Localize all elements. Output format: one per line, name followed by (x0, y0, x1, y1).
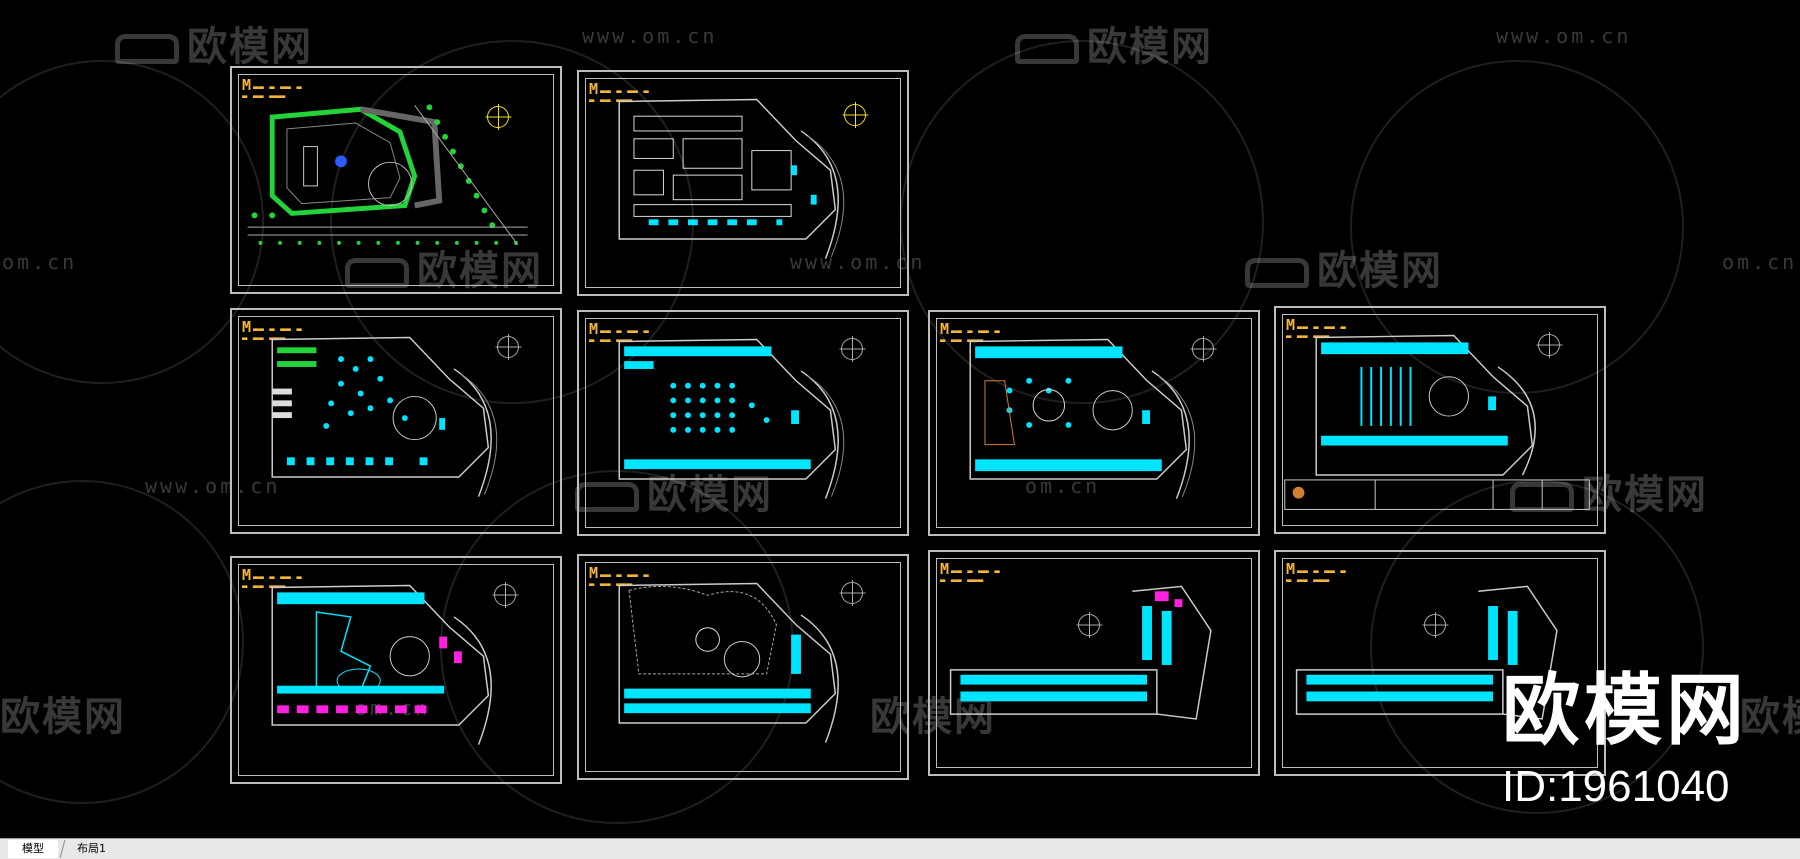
floor-plan-drawing (271, 584, 492, 745)
north-arrow-icon (841, 580, 863, 606)
watermark-logo: 欧模网 (1245, 238, 1443, 296)
north-arrow-icon (1538, 332, 1560, 358)
tab-layout1[interactable]: 布局1 (59, 840, 123, 858)
drawing-sheet-floor-8[interactable]: M▬▬ ▬ ▬▬ ▬▬ ▬▬ ▬▬▬ (928, 550, 1260, 776)
sofa-icon (1245, 258, 1309, 288)
sheet-frame (585, 562, 901, 772)
north-arrow-icon (497, 334, 519, 360)
sheet-frame (1282, 558, 1598, 768)
watermark-badge: 欧模网 ID:1961040 (1502, 672, 1748, 812)
north-arrow-icon (1078, 612, 1100, 638)
drawing-sheet-site-plan[interactable]: M▬▬ ▬ ▬▬ ▬▬ ▬▬ ▬▬▬ (230, 66, 562, 294)
north-arrow-icon (844, 102, 866, 128)
north-arrow-icon (1424, 612, 1446, 638)
watermark-url: www.om.cn (582, 24, 718, 48)
sheet-title: M▬▬ ▬ ▬▬ ▬▬ ▬▬ ▬▬▬ (940, 320, 1000, 346)
floor-plan-drawing (271, 336, 498, 497)
drawing-sheet-floor-2[interactable]: M▬▬ ▬ ▬▬ ▬▬ ▬▬ ▬▬▬ (230, 308, 562, 534)
drawing-sheet-floor-1[interactable]: M▬▬ ▬ ▬▬ ▬▬ ▬▬ ▬▬▬ (577, 70, 909, 296)
sheet-frame (238, 316, 554, 526)
watermark-logo: 欧模网 (1015, 14, 1213, 72)
layout-tab-bar: 模型 布局1 (0, 838, 1800, 859)
drawing-sheet-floor-3[interactable]: M▬▬ ▬ ▬▬ ▬▬ ▬▬ ▬▬▬ (577, 310, 909, 536)
sheet-frame (1282, 314, 1598, 526)
sofa-icon (1015, 34, 1079, 64)
sheet-title: M▬▬ ▬ ▬▬ ▬▬ ▬▬ ▬▬▬ (1286, 316, 1346, 342)
sheet-title: M▬▬ ▬ ▬▬ ▬▬ ▬▬ ▬▬▬ (589, 80, 649, 106)
badge-id: ID:1961040 (1501, 762, 1730, 811)
drawing-sheet-floor-6[interactable]: M▬▬ ▬ ▬▬ ▬▬ ▬▬ ▬▬▬ (230, 556, 562, 784)
watermark-url: om.cn (1722, 250, 1798, 274)
site-plan-drawing (247, 104, 528, 246)
watermark-url: om.cn (2, 250, 78, 274)
sheet-title: M▬▬ ▬ ▬▬ ▬▬ ▬▬ ▬▬▬ (1286, 560, 1346, 586)
tab-model[interactable]: 模型 (8, 840, 58, 858)
north-arrow-icon (494, 582, 516, 608)
model-space-canvas[interactable]: 欧模网 www.om.cn 欧模网 www.om.cn om.cn 欧模网 ww… (0, 0, 1800, 838)
drawing-sheet-floor-5[interactable]: M▬▬ ▬ ▬▬ ▬▬ ▬▬ ▬▬▬ (1274, 306, 1606, 534)
sheet-title: M▬▬ ▬ ▬▬ ▬▬ ▬▬ ▬▬▬ (242, 566, 302, 592)
floor-plan-drawing (618, 582, 839, 743)
sheet-frame (238, 564, 554, 776)
floor-plan-drawing (949, 585, 1212, 720)
sheet-frame (585, 318, 901, 528)
floor-plan-drawing (618, 98, 845, 259)
floor-plan-drawing (618, 338, 845, 499)
watermark-logo: 欧模网 (1740, 694, 1800, 740)
drawing-sheet-floor-9[interactable]: M▬▬ ▬ ▬▬ ▬▬ ▬▬ ▬▬▬ (1274, 550, 1606, 776)
sheet-frame (585, 78, 901, 288)
floor-plan-drawing (1284, 334, 1590, 510)
drawing-sheet-floor-7[interactable]: M▬▬ ▬ ▬▬ ▬▬ ▬▬ ▬▬▬ (577, 554, 909, 780)
sheet-title: M▬▬ ▬ ▬▬ ▬▬ ▬▬ ▬▬▬ (940, 560, 1000, 586)
north-arrow-icon (487, 104, 509, 130)
sheet-title: M▬▬ ▬ ▬▬ ▬▬ ▬▬ ▬▬▬ (589, 564, 649, 590)
sheet-frame (936, 558, 1252, 768)
sheet-frame (238, 74, 554, 286)
north-arrow-icon (1192, 336, 1214, 362)
badge-brand: 欧模网 (1501, 666, 1748, 756)
floor-plan-drawing (1295, 585, 1558, 720)
watermark-circle (0, 480, 244, 804)
sheet-title: M▬▬ ▬ ▬▬ ▬▬ ▬▬ ▬▬▬ (242, 318, 302, 344)
floor-plan-drawing (969, 338, 1196, 499)
north-arrow-icon (841, 336, 863, 362)
watermark-circle (0, 60, 264, 384)
watermark-url: www.om.cn (1496, 24, 1632, 48)
watermark-logo: 欧模网 (115, 14, 313, 72)
sofa-icon (115, 34, 179, 64)
drawing-sheet-floor-4[interactable]: M▬▬ ▬ ▬▬ ▬▬ ▬▬ ▬▬▬ (928, 310, 1260, 536)
watermark-logo: 欧模网 (0, 694, 126, 740)
sheet-frame (936, 318, 1252, 528)
sheet-title: M▬▬ ▬ ▬▬ ▬▬ ▬▬ ▬▬▬ (589, 320, 649, 346)
sheet-title: M▬▬ ▬ ▬▬ ▬▬ ▬▬ ▬▬▬ (242, 76, 302, 102)
